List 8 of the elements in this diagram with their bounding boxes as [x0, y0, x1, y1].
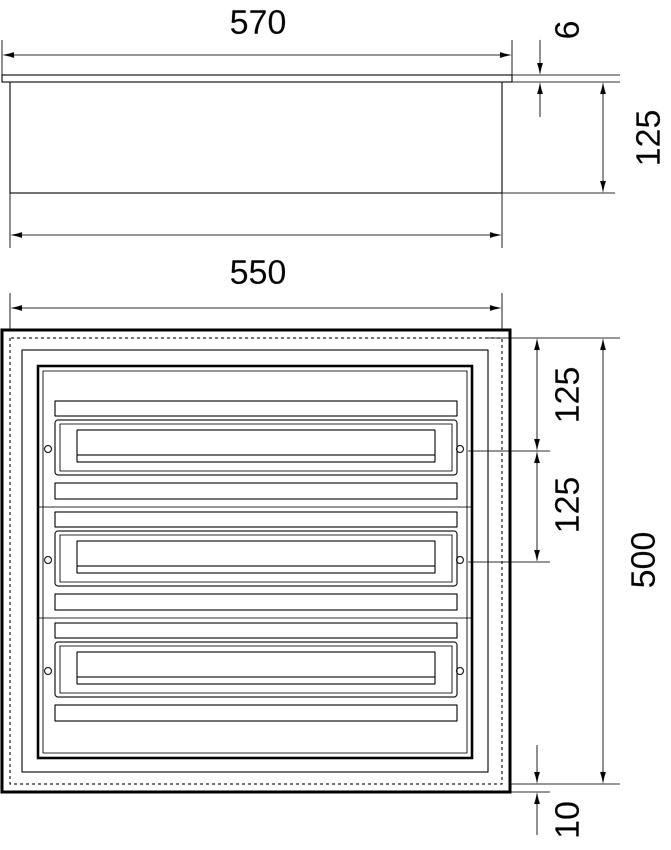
- dimension-label: 125: [554, 368, 580, 421]
- dimension-label: 570: [231, 10, 286, 34]
- dimension-label: 125: [554, 478, 580, 531]
- dimension-label: 10: [554, 802, 580, 836]
- dimension-label: 125: [636, 111, 660, 164]
- dimension-label: 500: [630, 532, 656, 587]
- dimension-label: 550: [231, 260, 286, 284]
- dimension-label: 6: [554, 22, 580, 38]
